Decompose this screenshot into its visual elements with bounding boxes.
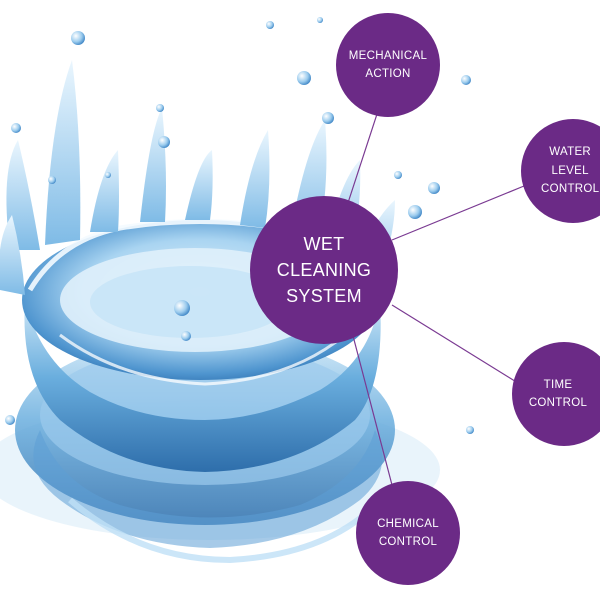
node-chemical-label: CHEMICAL CONTROL [377,517,439,548]
node-time-control: TIME CONTROL [512,342,600,446]
connector-mechanical [344,110,379,213]
center-node-wet-cleaning-system: WET CLEANING SYSTEM [250,196,398,344]
node-water-level-control: WATER LEVEL CONTROL [521,119,600,223]
node-chemical-control: CHEMICAL CONTROL [356,481,460,585]
node-mechanical-action: MECHANICAL ACTION [336,13,440,117]
connector-water [391,185,525,241]
connector-chemical [351,331,393,486]
node-mechanical-label: MECHANICAL ACTION [348,49,428,80]
node-water-label: WATER LEVEL CONTROL [541,146,600,196]
connector-time [391,304,519,384]
center-node-label: WET CLEANING SYSTEM [276,233,372,307]
water-droplets [5,17,474,434]
connector-lines [344,110,525,486]
node-time-label: TIME CONTROL [528,378,588,409]
